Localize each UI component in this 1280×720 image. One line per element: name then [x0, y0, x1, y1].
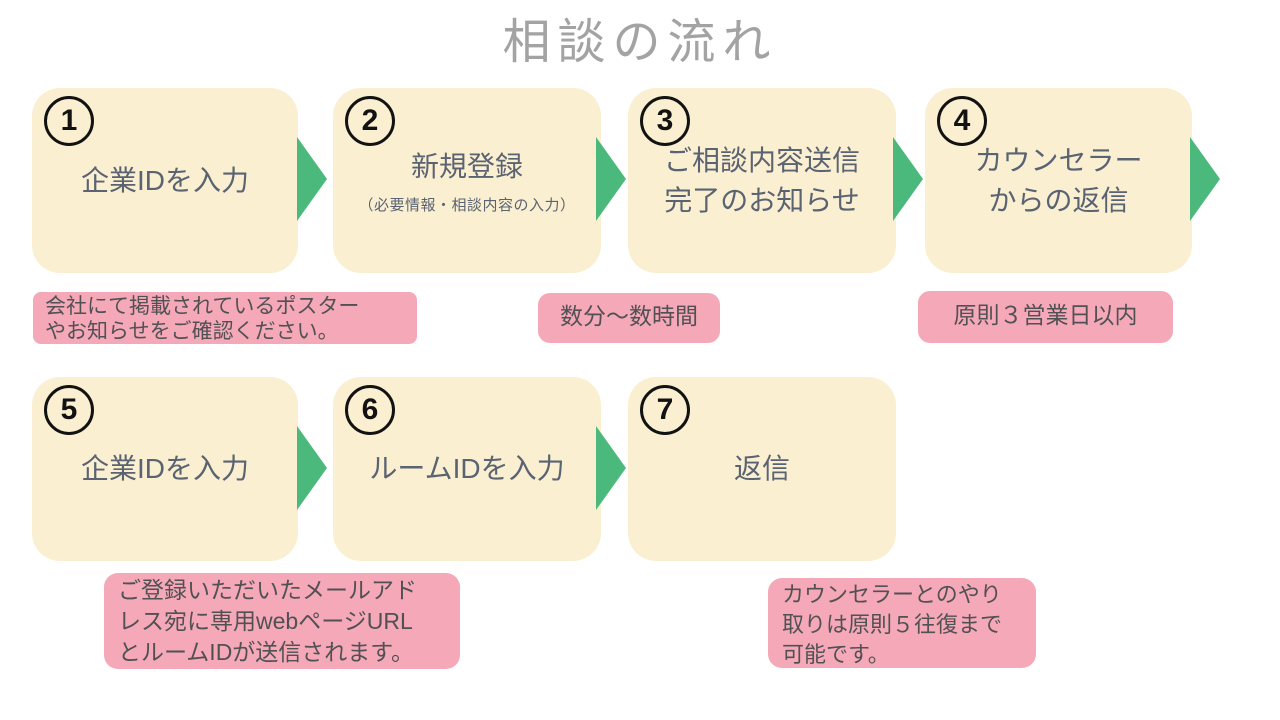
step-2-label: 新規登録 — [410, 150, 523, 182]
step-box-7-reply: 7 返信 — [628, 377, 896, 561]
step-5-label: 企業IDを入力 — [80, 453, 249, 484]
flow-arrow-right-icon — [596, 137, 626, 221]
step-3-number-badge: 3 — [640, 96, 690, 146]
step-box-6-enter-room-id: 6 ルームIDを入力 — [333, 377, 601, 561]
note-duration-minutes-to-hours: 数分～数時間 — [538, 293, 720, 343]
step-7-number-badge: 7 — [640, 385, 690, 435]
flow-arrow-right-icon — [297, 137, 327, 221]
step-box-4-counselor-reply: 4 カウンセラー からの返信 — [925, 88, 1192, 273]
step-3-label: ご相談内容送信 完了のお知らせ — [663, 144, 860, 216]
step-box-3-submission-complete-notice: 3 ご相談内容送信 完了のお知らせ — [628, 88, 896, 273]
step-6-number-badge: 6 — [345, 385, 395, 435]
page-title: 相談の流れ — [502, 16, 778, 69]
flow-arrow-right-icon — [297, 426, 327, 510]
note-company-poster: 会社にて掲載されているポスター やお知らせをご確認ください。 — [33, 292, 417, 344]
note-within-3-business-days: 原則３営業日以内 — [918, 291, 1173, 343]
step-7-label: 返信 — [733, 453, 790, 484]
step-2-number-badge: 2 — [345, 96, 395, 146]
note-exchange-limit-5-rounds: カウンセラーとのやり 取りは原則５往復まで 可能です。 — [768, 578, 1036, 668]
flow-arrow-right-icon — [596, 426, 626, 510]
note-email-room-id-sent: ご登録いただいたメールアド レス宛に専用webページURL とルームIDが送信さ… — [104, 573, 460, 669]
flow-arrow-right-icon — [1190, 137, 1220, 221]
step-box-5-enter-company-id: 5 企業IDを入力 — [32, 377, 298, 561]
step-5-number-badge: 5 — [44, 385, 94, 435]
step-4-label: カウンセラー からの返信 — [974, 144, 1143, 216]
step-6-label: ルームIDを入力 — [369, 453, 565, 484]
step-1-label: 企業IDを入力 — [80, 164, 249, 196]
step-box-2-new-registration: 2 新規登録 （必要情報・相談内容の入力） — [333, 88, 601, 273]
step-2-sublabel: （必要情報・相談内容の入力） — [358, 196, 576, 214]
step-1-number-badge: 1 — [44, 96, 94, 146]
step-4-number-badge: 4 — [937, 96, 987, 146]
flow-arrow-right-icon — [893, 137, 923, 221]
step-box-1-enter-company-id: 1 企業IDを入力 — [32, 88, 298, 273]
